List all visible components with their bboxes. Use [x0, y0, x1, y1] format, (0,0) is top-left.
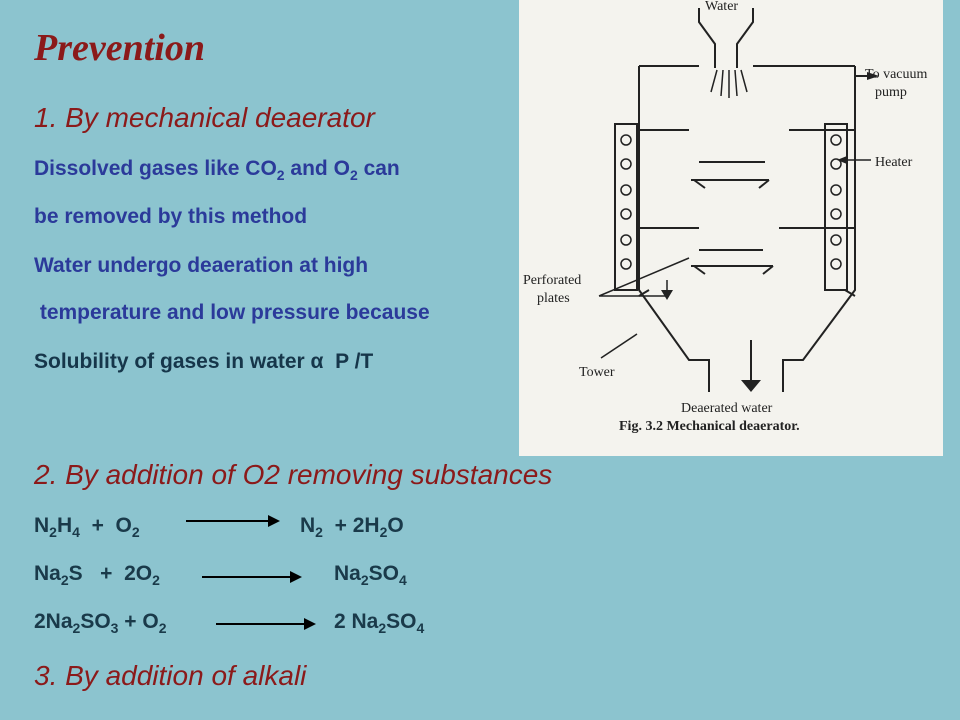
section-1-line-1: Dissolved gases like CO2 and O2 can: [34, 157, 400, 183]
reaction-arrow-1: [186, 515, 280, 527]
figure-caption: Fig. 3.2 Mechanical deaerator.: [619, 419, 800, 434]
equation-2-products: Na2SO4: [334, 562, 407, 588]
figure-label-vacuum-1: To vacuum: [865, 67, 928, 82]
section-3-heading: 3. By addition of alkali: [34, 660, 307, 691]
equation-3-reactants: 2Na2SO3 + O2: [34, 610, 167, 636]
reaction-arrow-3: [216, 618, 316, 630]
deaerator-diagram: Water To vacuum pump Heater Perforated p…: [523, 0, 928, 434]
figure-label-deaerated: Deaerated water: [681, 401, 773, 416]
equation-1-products: N2 + 2H2O: [300, 514, 404, 540]
slide-title: Prevention: [34, 27, 205, 69]
deaerator-figure: Water To vacuum pump Heater Perforated p…: [519, 0, 943, 456]
section-1-line-2: be removed by this method: [34, 205, 308, 228]
section-1-line-3: Water undergo deaeration at high: [34, 254, 369, 277]
section-1-heading: 1. By mechanical deaerator: [34, 102, 375, 133]
figure-label-tower: Tower: [579, 365, 615, 380]
section-2-heading: 2. By addition of O2 removing substances: [34, 459, 553, 490]
section-1-line-4: temperature and low pressure because: [34, 301, 430, 324]
figure-label-perforated-2: plates: [537, 291, 570, 306]
equation-1-reactants: N2H4 + O2: [34, 514, 140, 540]
equation-3-products: 2 Na2SO4: [334, 610, 425, 636]
figure-label-vacuum-2: pump: [875, 85, 907, 100]
figure-label-water: Water: [705, 0, 738, 14]
figure-label-perforated-1: Perforated: [523, 273, 581, 288]
section-1-line-5: Solubility of gases in water α P /T: [34, 350, 374, 373]
equation-2-reactants: Na2S + 2O2: [34, 562, 160, 588]
figure-label-heater: Heater: [875, 155, 913, 170]
reaction-arrow-2: [202, 571, 302, 583]
